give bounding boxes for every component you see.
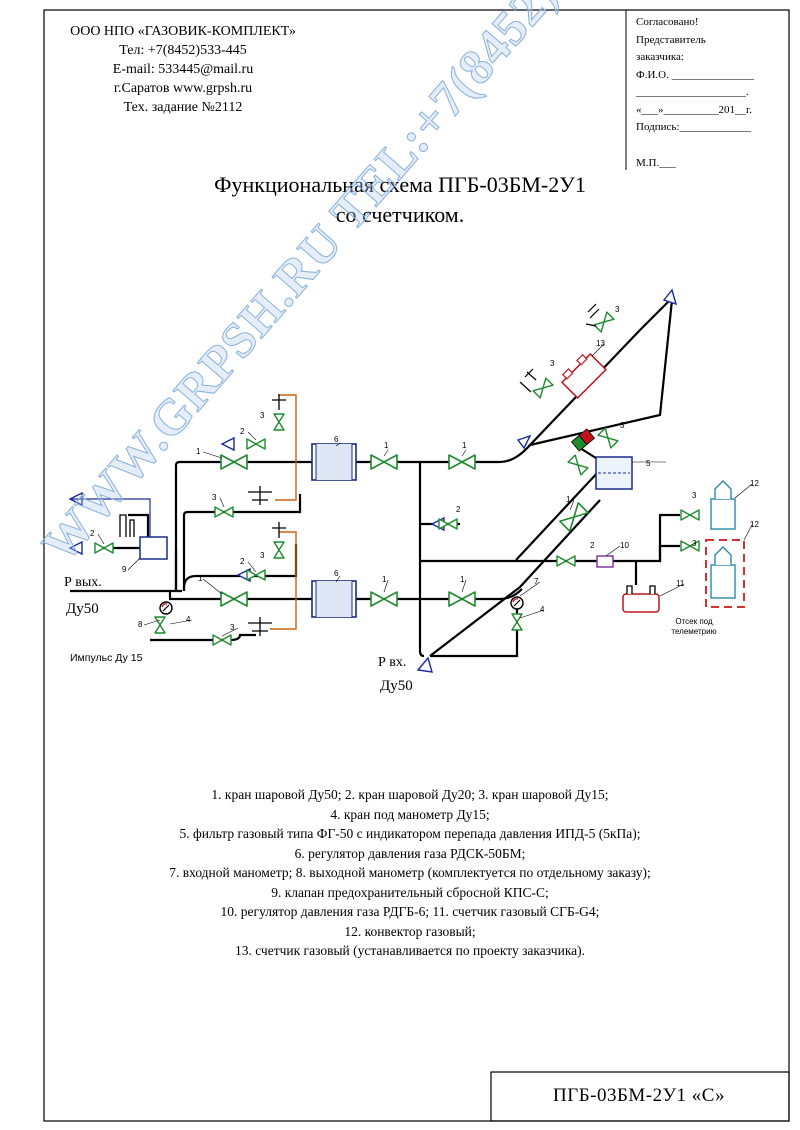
num-1a: 1 xyxy=(196,447,201,456)
company-phone: Тел: +7(8452)533-445 xyxy=(119,43,247,58)
legend-line-9: 13. счетчик газовый (устанавливается по … xyxy=(234,943,586,958)
outlet-pressure-label: Р вых. xyxy=(64,575,102,590)
num-11: 11 xyxy=(676,579,685,588)
num-3a: 3 xyxy=(260,411,265,420)
inlet-dn-label: Ду50 xyxy=(380,678,413,694)
num-3g: 3 xyxy=(692,491,697,500)
legend-line-1: 1. кран шаровой Ду50; 2. кран шаровой Ду… xyxy=(211,787,609,802)
approval-agreed: Согласовано! xyxy=(636,16,699,28)
legend-line-3: 5. фильтр газовый типа ФГ-50 с индикатор… xyxy=(179,826,641,841)
flow-arrows xyxy=(69,288,678,673)
outlet-dn-label: Ду50 xyxy=(66,601,99,617)
safety-valve-9 xyxy=(119,514,168,560)
item-numbers: 1 1 1 1 1 1 1 2 2 2 2 2 3 3 3 3 3 3 3 3 … xyxy=(90,305,759,632)
num-2d: 2 xyxy=(90,529,95,538)
approval-rep: Представитель xyxy=(636,33,706,46)
company-name: ООО НПО «ГАЗОВИК-КОМПЛЕКТ» xyxy=(70,24,296,39)
num-2a: 2 xyxy=(240,427,245,436)
legend-line-8: 12. конвектор газовый; xyxy=(344,923,476,939)
control-lines xyxy=(270,394,297,630)
legend-line-4: 6. регулятор давления газа РДСК-50БМ; xyxy=(294,845,526,861)
legend-line-7: 10. регулятор давления газа РДГБ-6; 11. … xyxy=(220,904,600,919)
num-2b: 2 xyxy=(240,557,245,566)
regulator-rdsk xyxy=(311,443,357,618)
num-3h: 3 xyxy=(692,539,697,548)
filter-5 xyxy=(570,428,633,490)
num-4a: 4 xyxy=(186,615,191,624)
num-3i: 3 xyxy=(620,421,625,430)
num-3c: 3 xyxy=(212,493,217,502)
num-12b: 12 xyxy=(750,520,759,529)
num-6b: 6 xyxy=(334,569,339,578)
num-12a: 12 xyxy=(750,479,759,488)
num-8: 8 xyxy=(138,620,143,629)
num-2c: 2 xyxy=(456,505,461,514)
num-3d: 3 xyxy=(230,623,235,632)
company-task: Тех. задание №2112 xyxy=(123,100,243,115)
gas-counter-11 xyxy=(622,585,660,613)
telemetry-box xyxy=(705,539,745,608)
regulator-10 xyxy=(596,555,614,568)
num-3b: 3 xyxy=(260,551,265,560)
telemetry-label: Отсек под телеметрию xyxy=(671,617,717,636)
convectors xyxy=(710,480,736,599)
num-13: 13 xyxy=(596,339,605,348)
num-2e: 2 xyxy=(590,541,595,550)
page-title: Функциональная схема ПГБ-03БМ-2У1 со сче… xyxy=(160,170,640,230)
num-3f: 3 xyxy=(615,305,620,314)
num-1b: 1 xyxy=(384,441,389,450)
company-block: ООО НПО «ГАЗОВИК-КОМПЛЕКТ» Тел: +7(8452)… xyxy=(48,22,318,117)
inlet-pressure-label: Р вх. xyxy=(378,655,407,670)
approval-mp: М.П.___ xyxy=(636,156,676,169)
num-3e: 3 xyxy=(550,359,555,368)
shutoff-devices xyxy=(248,394,286,636)
num-9: 9 xyxy=(122,565,127,574)
num-5: 5 xyxy=(646,459,651,468)
num-1g: 1 xyxy=(566,495,571,504)
gas-meter-13 xyxy=(561,353,607,399)
num-1d: 1 xyxy=(198,574,203,583)
legend: 1. кран шаровой Ду50; 2. кран шаровой Ду… xyxy=(90,785,730,961)
legend-line-6: 9. клапан предохранительный сбросной КПС… xyxy=(271,884,549,900)
title-line-1: Функциональная схема ПГБ-03БМ-2У1 xyxy=(214,172,586,197)
approval-fio: Ф.И.О. _______________ xyxy=(636,68,755,81)
approval-customer: заказчика: xyxy=(636,51,684,63)
impulse-label: Импульс Ду 15 xyxy=(70,652,143,664)
approval-date: «___»__________201__г. xyxy=(636,103,753,116)
num-6a: 6 xyxy=(334,435,339,444)
legend-line-2: 4. кран под манометр Ду15; xyxy=(330,806,490,822)
legend-line-5: 7. входной манометр; 8. выходной маномет… xyxy=(169,865,651,880)
approval-blank: ____________________. xyxy=(636,86,749,98)
num-1f: 1 xyxy=(460,575,465,584)
num-10: 10 xyxy=(620,541,629,550)
num-4b: 4 xyxy=(540,605,545,614)
num-7: 7 xyxy=(534,577,539,586)
company-email: E-mail: 533445@mail.ru xyxy=(112,62,254,77)
title-line-2: со счетчиком. xyxy=(335,202,465,227)
num-1c: 1 xyxy=(462,441,467,450)
title-stamp: ПГБ-03БМ-2У1 «С» xyxy=(553,1085,725,1106)
num-1e: 1 xyxy=(382,575,387,584)
approval-sign: Подпись:_____________ xyxy=(636,121,751,133)
approval-block: Согласовано! Представитель заказчика: Ф.… xyxy=(636,14,786,172)
company-city-site: г.Саратов www.grpsh.ru xyxy=(113,81,253,96)
